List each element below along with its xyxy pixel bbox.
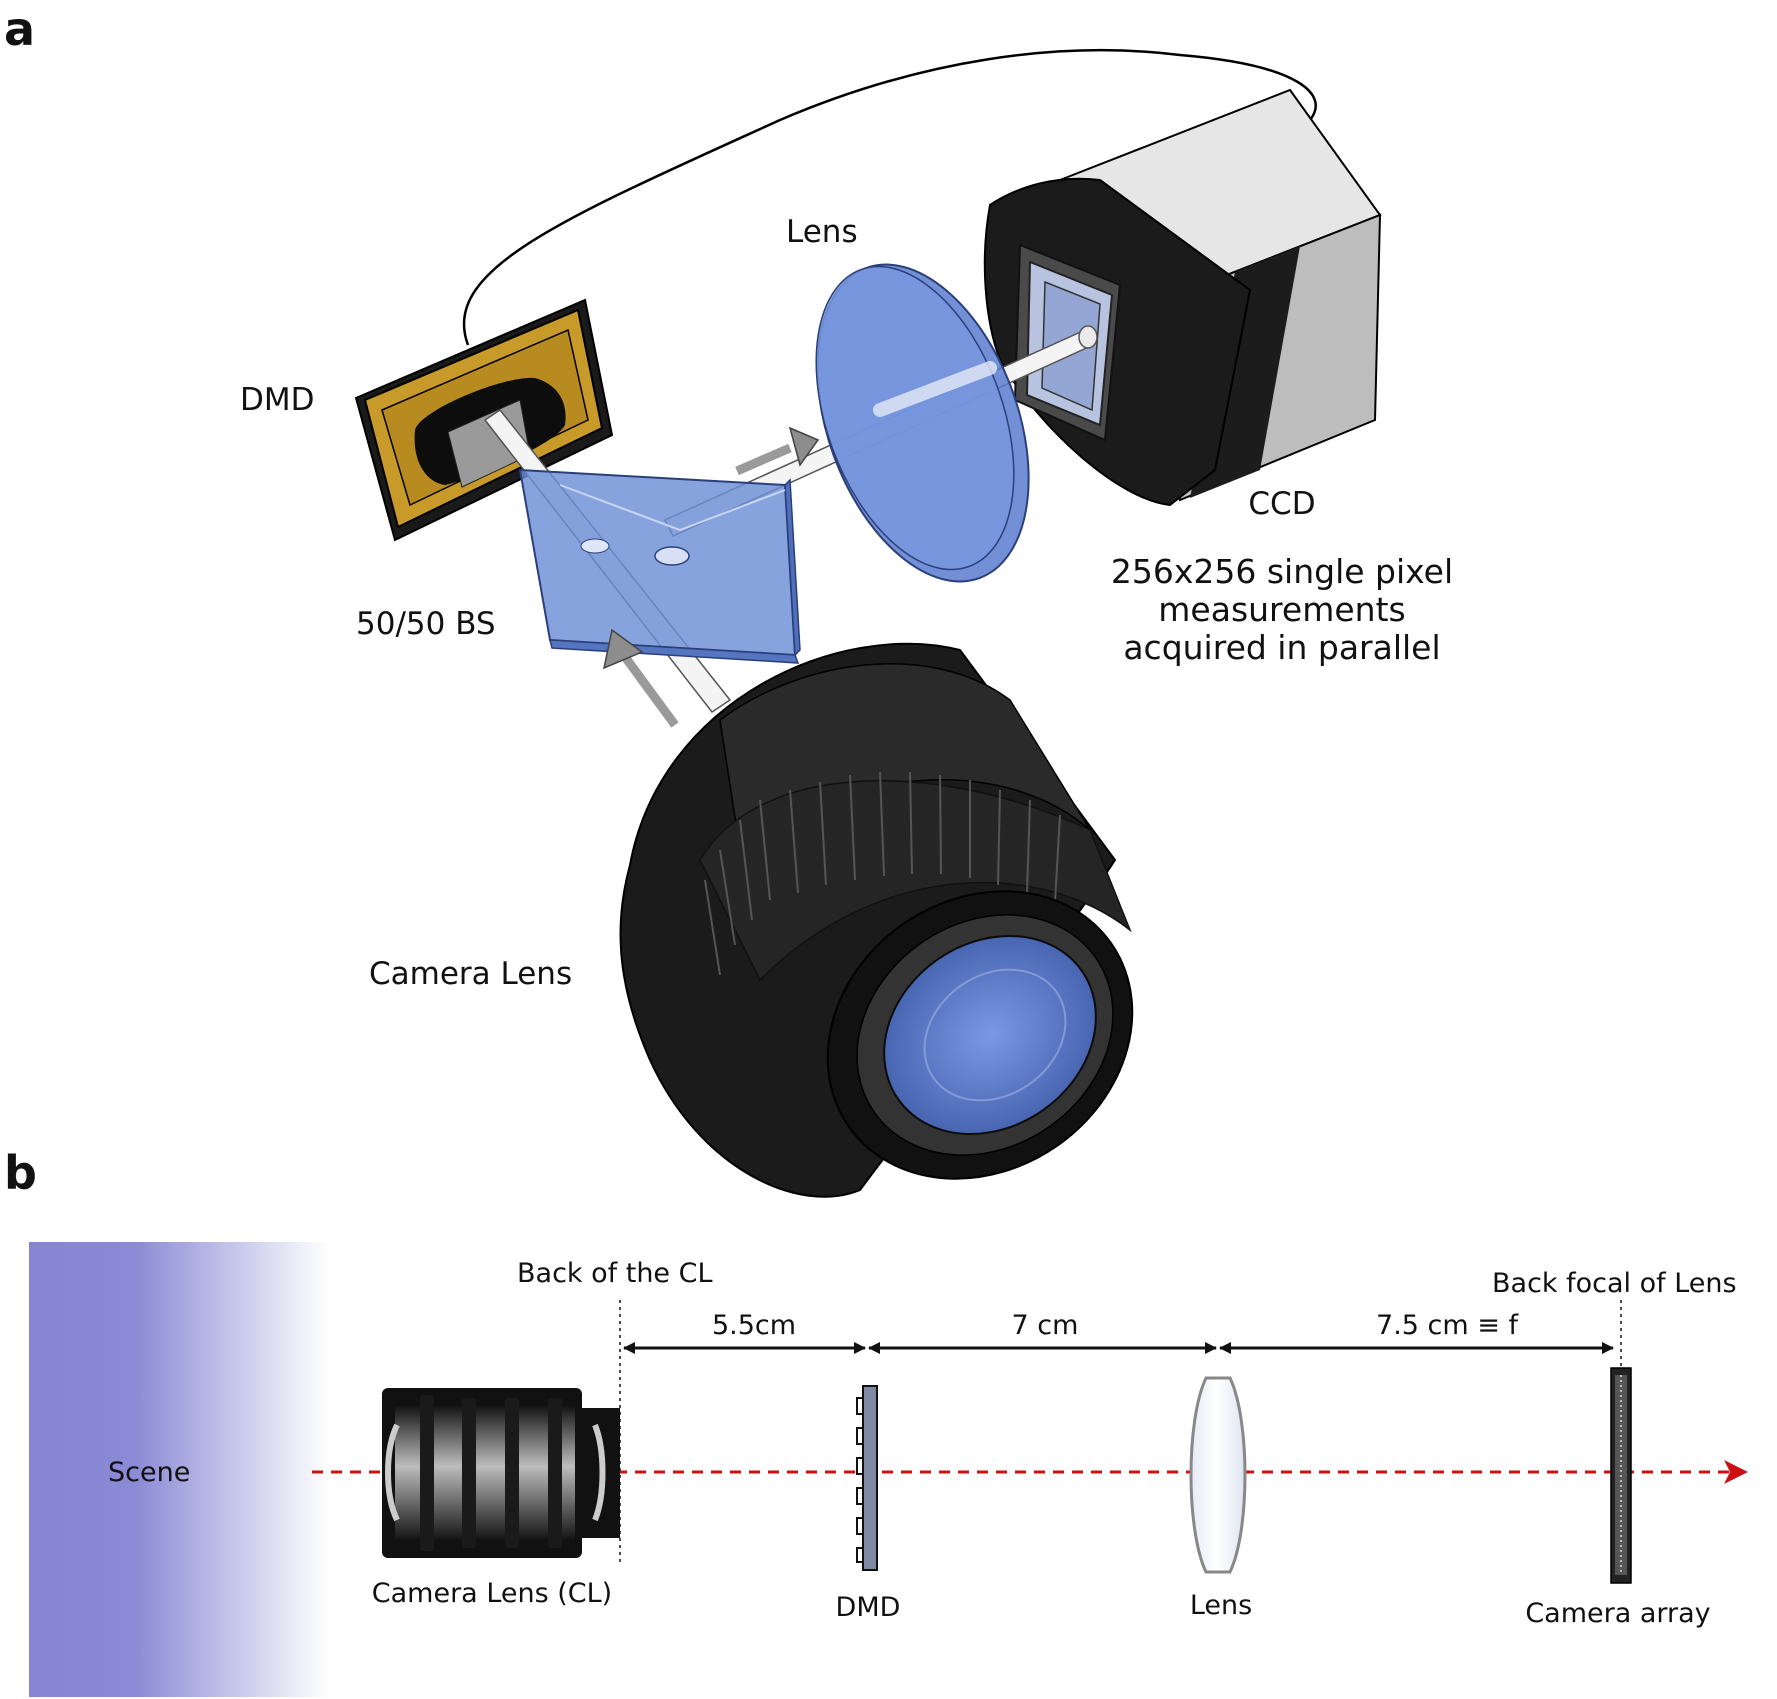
panel-b-illustration <box>29 1242 1748 1697</box>
beam-splitter <box>518 468 801 664</box>
scene-gradient <box>29 1242 329 1697</box>
dmd-device <box>354 298 614 542</box>
lens-b-label: Lens <box>1189 1590 1253 1621</box>
panel-a-letter: a <box>4 2 36 56</box>
panel-b-letter: b <box>4 1146 37 1200</box>
distance-label-1: 5.5cm <box>711 1310 797 1341</box>
camera-lens-label: Camera Lens <box>369 956 573 992</box>
direction-arrows <box>602 426 820 728</box>
distance-label-3: 7.5 cm ≡ f <box>1376 1310 1518 1341</box>
ccd-camera <box>983 88 1382 507</box>
dmd-label: DMD <box>240 382 315 418</box>
lens-label: Lens <box>786 214 858 250</box>
dmd-schematic <box>856 1385 878 1571</box>
back-focal-label: Back focal of Lens <box>1492 1268 1737 1299</box>
camera-array-schematic <box>1610 1367 1632 1584</box>
dmd-b-label: DMD <box>835 1592 901 1623</box>
distance-label-2: 7 cm <box>1011 1310 1079 1341</box>
panel-a-illustration <box>354 49 1382 1198</box>
measurement-line-3: acquired in parallel <box>1123 627 1441 667</box>
camera-lens-schematic <box>382 1388 620 1558</box>
beam-splitter-label: 50/50 BS <box>356 606 496 642</box>
ccd-label: CCD <box>1248 486 1316 522</box>
lens-schematic <box>1189 1376 1247 1574</box>
camera-lens-3d <box>619 642 1134 1198</box>
imaging-lens-3d <box>815 263 1030 583</box>
back-of-cl-label: Back of the CL <box>517 1258 713 1289</box>
measurement-line-2: measurements <box>1158 589 1406 629</box>
optical-axis-arrowhead <box>1724 1460 1748 1484</box>
focus-ring-grip <box>704 771 1061 976</box>
measurement-description: 256x256 single pixel measurements acquir… <box>1072 553 1492 667</box>
camera-lens-cl-label: Camera Lens (CL) <box>371 1578 613 1609</box>
measurement-line-1: 256x256 single pixel <box>1110 552 1454 591</box>
camera-array-label: Camera array <box>1525 1598 1711 1629</box>
scene-label: Scene <box>108 1457 191 1488</box>
